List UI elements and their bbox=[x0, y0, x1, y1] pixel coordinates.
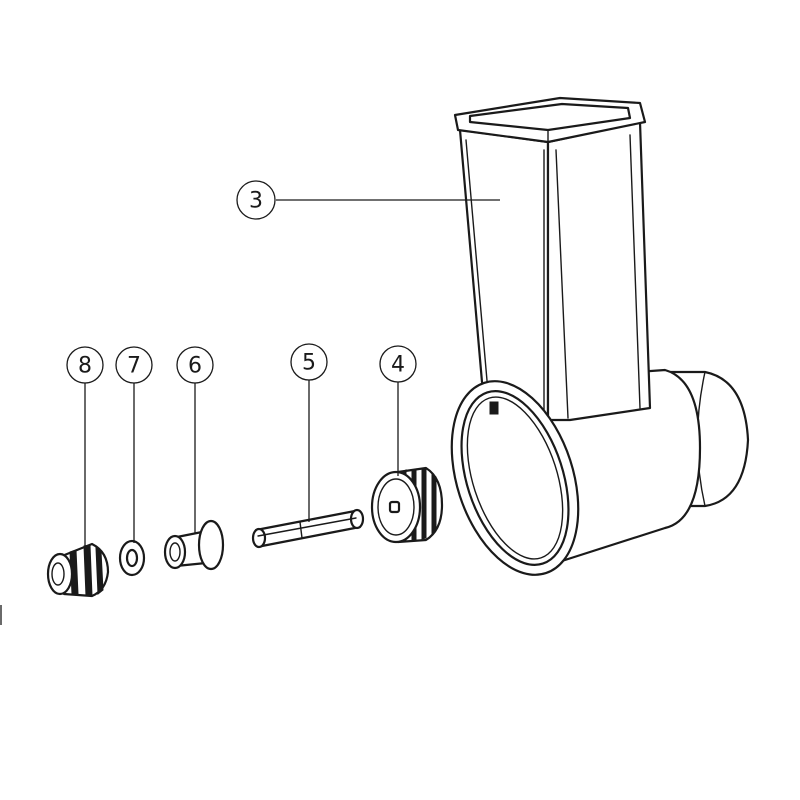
part-5-shaft bbox=[251, 508, 365, 549]
callout-5-label: 5 bbox=[302, 351, 316, 376]
leader-lines bbox=[84, 199, 500, 548]
callout-7-label: 7 bbox=[127, 354, 141, 379]
callout-4-label: 4 bbox=[391, 353, 405, 378]
part-7-washer bbox=[118, 539, 146, 577]
part-4-gear bbox=[370, 466, 444, 544]
part-6-bushing bbox=[163, 519, 225, 571]
callout-6-label: 6 bbox=[188, 354, 202, 379]
callout-8-label: 8 bbox=[78, 354, 92, 379]
part-8-knob bbox=[46, 542, 110, 598]
callout-5: 5 bbox=[290, 343, 328, 381]
callout-3-label: 3 bbox=[249, 189, 263, 214]
callout-8: 8 bbox=[66, 346, 104, 384]
callout-6: 6 bbox=[176, 346, 214, 384]
callout-7: 7 bbox=[115, 346, 153, 384]
callout-3: 3 bbox=[236, 180, 276, 220]
callout-4: 4 bbox=[379, 345, 417, 383]
part-3-housing bbox=[450, 96, 750, 576]
